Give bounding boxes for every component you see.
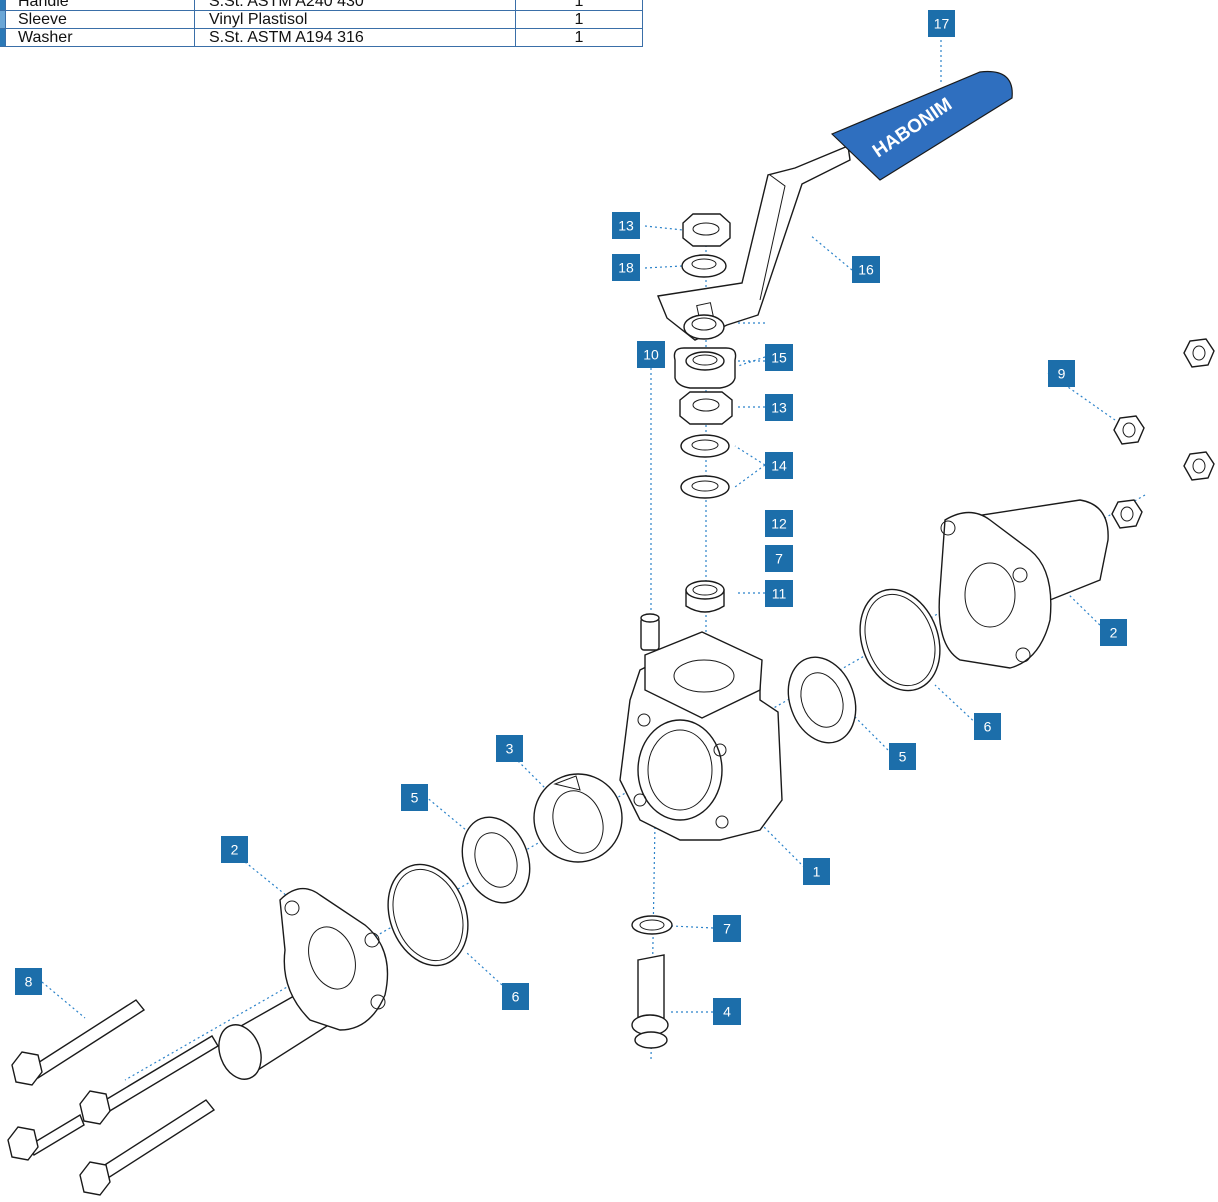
callout-number: 8 [25,974,33,990]
callout-13-middle: 13 [765,394,793,421]
seals-and-seats [387,588,941,967]
callout-number: 7 [723,921,731,937]
callout-17: 17 [928,10,955,37]
handle [657,145,851,341]
callout-10: 10 [637,341,665,368]
callout-16: 16 [852,256,880,283]
callout-number: 16 [858,262,874,278]
callout-5-right: 5 [889,743,916,770]
callout-13-top: 13 [612,212,640,239]
callout-18: 18 [612,254,640,281]
callout-number: 2 [231,842,239,858]
bom-quantity: 1 [515,28,643,47]
end-bolts [7,999,219,1196]
callout-number: 15 [771,350,787,366]
callout-6-right: 6 [974,713,1001,740]
callout-number: 5 [899,749,907,765]
bill-of-materials-table: Handle S.St. ASTM A240 430 1 Sleeve Viny… [0,0,643,47]
callout-4: 4 [713,998,741,1025]
callout-number: 12 [771,516,787,532]
callout-number: 10 [643,347,659,363]
callout-number: 2 [1110,625,1118,641]
callout-3: 3 [496,735,523,762]
callout-number: 18 [618,260,634,276]
bom-material: S.St. ASTM A194 316 [194,28,516,47]
callout-5-left: 5 [401,784,428,811]
callout-number: 7 [775,551,783,567]
callout-number: 17 [934,16,950,32]
callout-6-left: 6 [502,983,529,1010]
end-nuts-right [1111,338,1215,529]
callout-number: 13 [771,400,787,416]
callout-2-right: 2 [1100,619,1127,646]
callout-number: 6 [512,989,520,1005]
end-connector-right [938,499,1109,669]
callout-7-bottom: 7 [713,915,741,942]
stem-stack [673,213,737,613]
callout-15: 15 [765,344,793,371]
callout-number: 9 [1058,366,1066,382]
bom-row: Washer S.St. ASTM A194 316 1 [0,28,643,47]
callout-number: 4 [723,1004,731,1020]
stem [631,915,673,1049]
valve-body [619,631,783,841]
ball [533,773,623,863]
callout-2-left: 2 [221,836,248,863]
callout-number: 5 [411,790,419,806]
stop-pin [640,613,660,651]
callout-14: 14 [765,452,793,479]
callout-8: 8 [15,968,42,995]
callout-11: 11 [765,580,793,607]
end-connector-left [218,887,389,1080]
callout-7-top: 7 [765,545,793,572]
callout-number: 11 [772,586,787,602]
callout-9: 9 [1048,360,1075,387]
callout-number: 1 [813,864,821,880]
handle-grip-sleeve: HABONIM [830,70,1013,181]
callout-1: 1 [803,858,830,885]
callout-number: 14 [771,458,787,474]
callout-number: 13 [618,218,634,234]
callout-number: 3 [506,741,514,757]
callout-12: 12 [765,510,793,537]
callout-number: 6 [984,719,992,735]
